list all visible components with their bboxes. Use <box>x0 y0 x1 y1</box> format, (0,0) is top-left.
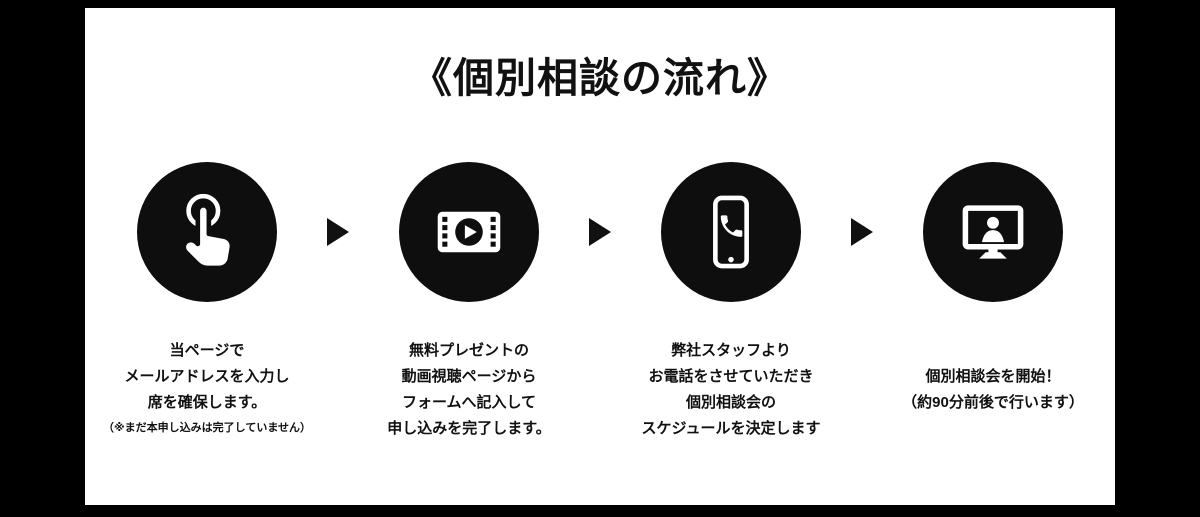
caption-line: 当ページで <box>169 342 245 359</box>
step-1-caption: 当ページで メールアドレスを入力し 席を確保します。 （※まだ本申し込みは完了し… <box>103 338 311 440</box>
caption-line: 申し込みを完了します。 <box>387 420 551 437</box>
step-4-caption: 個別相談会を開始！ （約90分前後で行います） <box>902 364 1084 416</box>
caption-note: （※まだ本申し込みは完了していません） <box>102 422 312 434</box>
caption-line: 無料プレゼントの <box>408 342 529 359</box>
caption-line: スケジュールを決定します <box>641 420 821 437</box>
step-4: 個別相談会を開始！ （約90分前後で行います） <box>873 162 1113 416</box>
step-2: 無料プレゼントの 動画視聴ページから フォームへ記入して 申し込みを完了します。 <box>349 162 589 442</box>
arrow-right-icon <box>851 218 873 246</box>
caption-line: メールアドレスを入力し <box>124 368 290 385</box>
caption-line: 個別相談会を開始！ <box>925 368 1061 385</box>
monitor-person-icon <box>962 205 1024 259</box>
smartphone-call-icon <box>713 195 749 269</box>
step-2-circle <box>399 162 539 302</box>
arrow-right-icon <box>589 218 611 246</box>
steps-row: 当ページで メールアドレスを入力し 席を確保します。 （※まだ本申し込みは完了し… <box>85 162 1115 442</box>
caption-line: 個別相談会の <box>685 394 776 411</box>
arrow-cell <box>589 162 611 246</box>
arrow-cell <box>327 162 349 246</box>
caption-line: 動画視聴ページから <box>401 368 537 385</box>
caption-line: 席を確保します。 <box>147 394 267 411</box>
page-title: 《個別相談の流れ》 <box>411 55 789 101</box>
tap-icon <box>181 193 235 271</box>
step-3-caption: 弊社スタッフより お電話をさせていただき 個別相談会の スケジュールを決定します <box>642 338 821 442</box>
step-1: 当ページで メールアドレスを入力し 席を確保します。 （※まだ本申し込みは完了し… <box>87 162 327 440</box>
content-panel: 《個別相談の流れ》 当ページで メールアドレスを入力し 席を確保します。 （※ま… <box>85 8 1115 505</box>
film-play-icon <box>437 211 501 253</box>
step-3: 弊社スタッフより お電話をさせていただき 個別相談会の スケジュールを決定します <box>611 162 851 442</box>
step-1-circle <box>137 162 277 302</box>
arrow-right-icon <box>327 218 349 246</box>
arrow-cell <box>851 162 873 246</box>
caption-line: お電話をさせていただき <box>648 368 814 385</box>
caption-line: フォームへ記入して <box>401 394 537 411</box>
caption-line: 弊社スタッフより <box>671 342 791 359</box>
step-2-caption: 無料プレゼントの 動画視聴ページから フォームへ記入して 申し込みを完了します。 <box>387 338 551 442</box>
step-4-circle <box>923 162 1063 302</box>
step-3-circle <box>661 162 801 302</box>
caption-line: （約90分前後で行います） <box>902 394 1084 411</box>
